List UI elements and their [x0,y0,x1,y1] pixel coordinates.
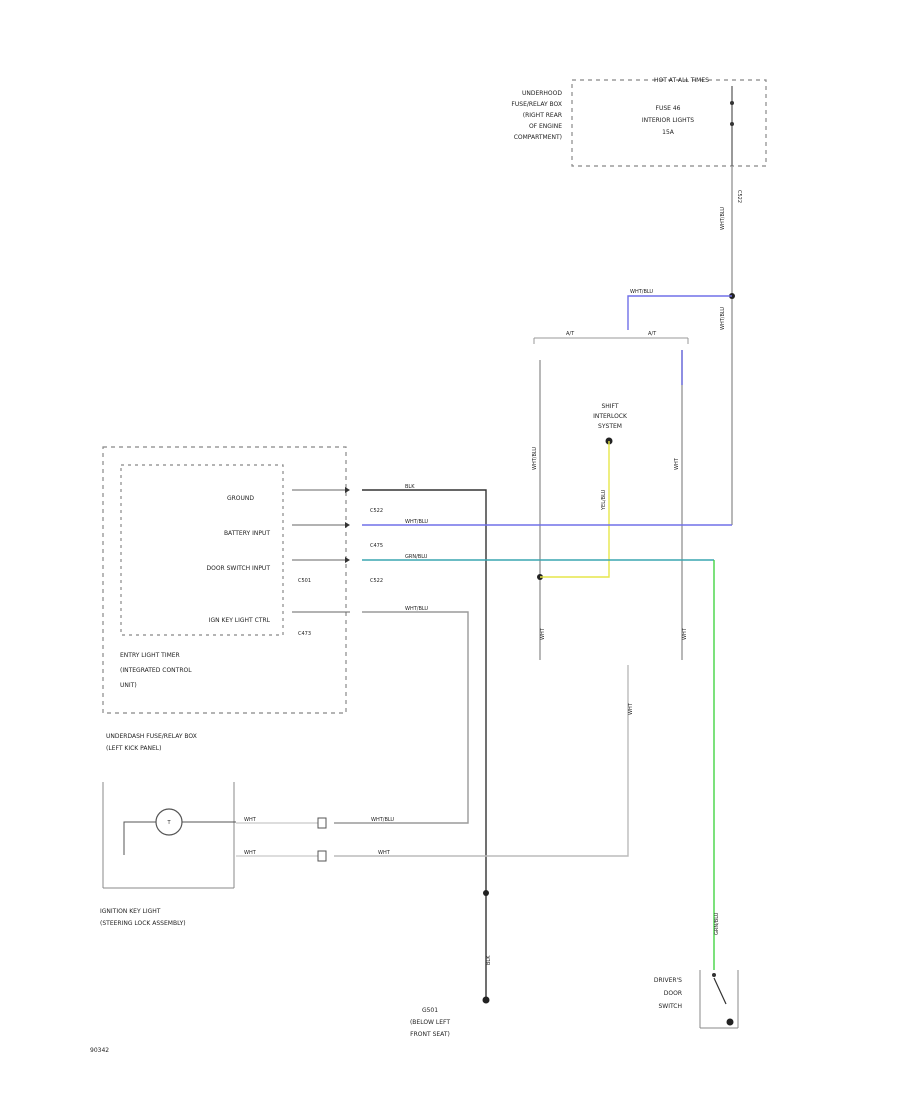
at-branch-right-label: A/T [648,331,657,337]
lamp-connector-top [317,817,327,829]
at-right-wire-label: WHT [674,457,680,470]
underhood-fuse-box: UNDERHOOD FUSE/RELAY BOX (RIGHT REAR OF … [511,77,767,167]
timer-unit-label-2: (INTEGRATED CONTROL [120,667,192,674]
underhood-box-title-1: UNDERHOOD [522,90,562,97]
pin-ignition-key-label: IGN KEY LIGHT CTRL [209,617,271,624]
ignition-key-light: T IGNITION KEY LIGHT (STEERING LOCK ASSE… [100,782,236,927]
supply-wire-color-top: WHT/BLU [720,207,726,230]
at-right-lower-label: WHT [682,627,688,640]
connector-label-c522: C522 [370,508,383,514]
door-switch-wire-label: GRN/BLU [405,554,428,560]
shift-interlock-wire-label: YEL/BLU [601,489,607,511]
at-left-lower-label: WHT [540,627,546,640]
door-switch-label-3: SWITCH [658,1003,682,1010]
lamp-top-ext-label: WHT/BLU [371,817,394,823]
lamp-return-vertical-label: WHT [628,702,634,715]
ground-splice [483,890,489,896]
ground-wire [362,489,487,1000]
shift-interlock-line-2: INTERLOCK [593,413,628,420]
fuse-label-1: FUSE 46 [656,105,681,112]
ground-label-1: G501 [422,1007,438,1014]
door-switch-label-1: DRIVER'S [654,977,682,984]
ground-label-2: (BELOW LEFT [410,1019,450,1026]
lamp-wire-bottom-label: WHT [244,850,257,856]
connector-label-c522b: C522 [370,578,383,584]
switch-contact-icon [713,977,727,1005]
lamp-return-label: WHT [378,850,391,856]
timer-unit-label-1: ENTRY LIGHT TIMER [120,652,180,659]
entry-light-timer: GROUND BATTERY INPUT DOOR SWITCH INPUT I… [102,446,383,752]
underhood-box-title-2: FUSE/RELAY BOX [511,101,562,108]
diagram-code: 90342 [90,1047,109,1054]
svg-text:T: T [166,820,171,826]
timer-pin-stubs [292,487,350,613]
lamp-return-wire [334,665,629,857]
shift-interlock-line-1: SHIFT [601,403,618,410]
underhood-box-title-4: OF ENGINE [529,123,562,130]
ground-point [482,996,490,1004]
underdash-box-label-2: (LEFT KICK PANEL) [106,745,161,752]
supply-wire-connector-label: C522 [736,190,742,203]
ground-wire-label: BLK [405,484,415,490]
supply-wire-color-mid: WHT/BLU [720,307,726,330]
connector-label-c473: C473 [298,631,311,637]
at-branch-left-label: A/T [566,331,575,337]
ignition-ctrl-wire-label: WHT/BLU [405,606,428,612]
underhood-box-title-5: COMPARTMENT) [514,134,562,141]
blue-branch-label: WHT/BLU [630,289,653,295]
at-branch: A/T A/T [533,331,689,344]
shift-interlock-line-3: SYSTEM [598,423,622,430]
blue-branch-wire [627,295,732,330]
timer-unit-label-3: UNIT) [120,682,137,689]
door-switch-label-2: DOOR [664,990,682,997]
fuse-label-3: 15A [662,129,675,136]
battery-wire-label: WHT/BLU [405,519,428,525]
pin-door-switch-label: DOOR SWITCH INPUT [206,565,270,572]
shift-interlock-yellow-wire [540,441,610,578]
drivers-door-switch: DRIVER'S DOOR SWITCH [654,970,739,1029]
underhood-box-title-3: (RIGHT REAR [523,112,562,119]
fuse-terminal-top [730,101,734,105]
ground-wire-lower-label: BLK [486,955,492,965]
ignition-ctrl-wire [334,611,469,824]
ignition-light-label-2: (STEERING LOCK ASSEMBLY) [100,920,186,927]
fuse-label-2: INTERIOR LIGHTS [642,117,694,124]
hot-at-all-times-label: HOT AT ALL TIMES [654,77,709,84]
door-switch-lower-label: GRN/BLU [714,912,720,935]
pin-battery-label: BATTERY INPUT [224,530,270,537]
lamp-wire-top-label: WHT [244,817,257,823]
pin-ground-label: GROUND [227,495,254,502]
fuse-terminal-bottom [730,122,734,126]
ground-label-3: FRONT SEAT) [410,1031,450,1038]
shift-interlock-system: SHIFT INTERLOCK SYSTEM YEL/BLU [540,403,628,578]
connector-label-c501: C501 [298,578,311,584]
connector-label-c475: C475 [370,543,383,549]
ignition-light-label-1: IGNITION KEY LIGHT [100,908,161,915]
lamp-connector-bottom [317,850,327,862]
ground-g501: G501 (BELOW LEFT FRONT SEAT) [410,1007,450,1038]
underdash-box-label-1: UNDERDASH FUSE/RELAY BOX [106,733,197,740]
at-left-wire-label: WHT/BLU [532,447,538,470]
